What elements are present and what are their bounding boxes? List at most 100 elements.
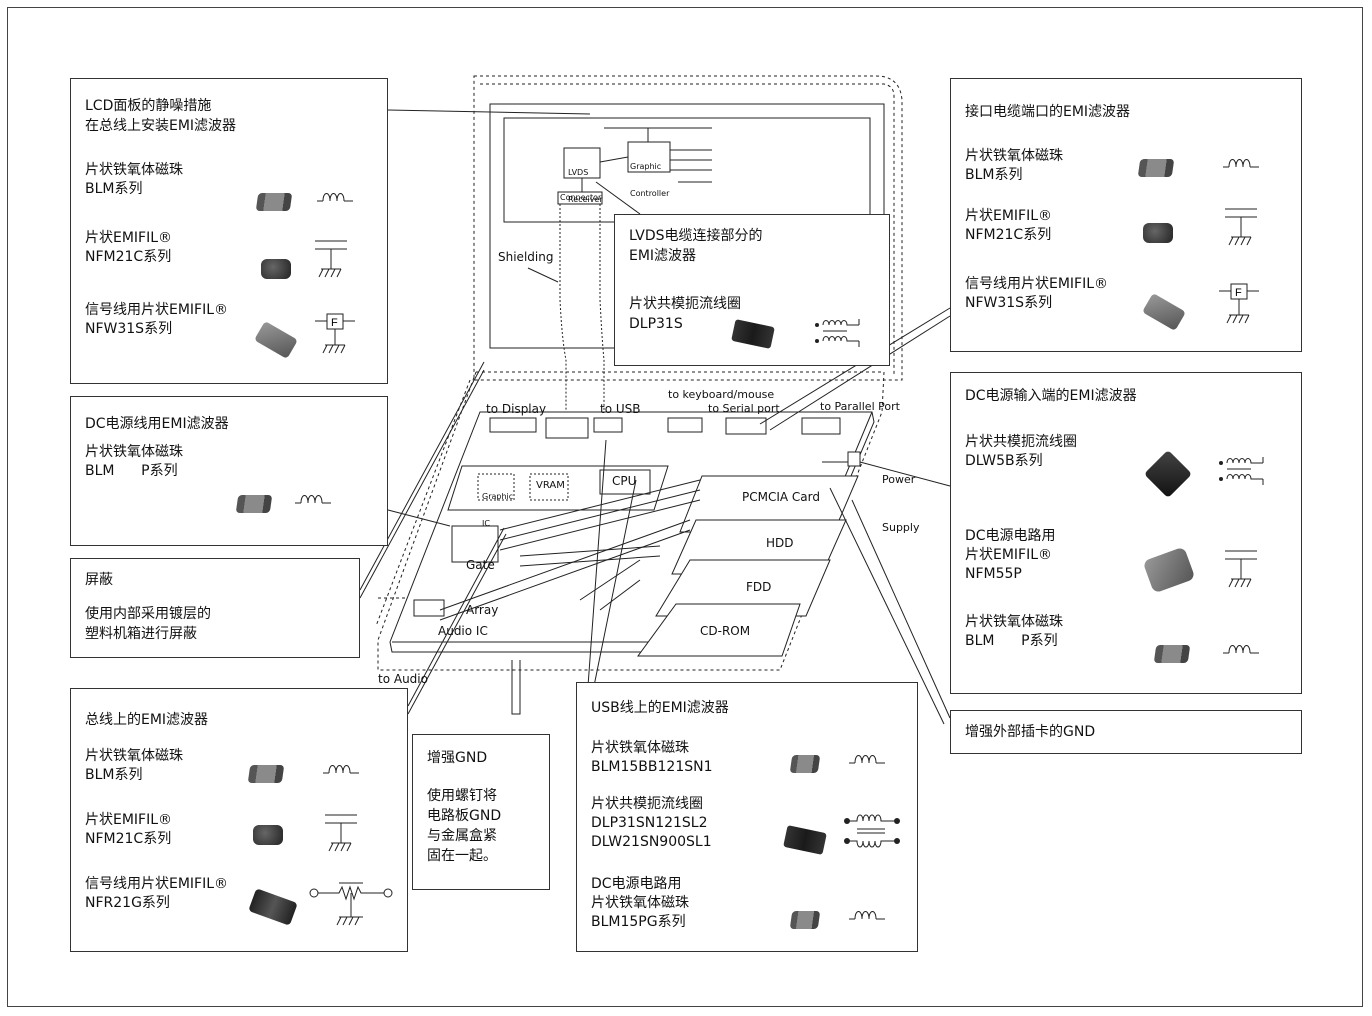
to-display-label: to Display [486,402,547,416]
dc-input-item3-name: 片状铁氧体磁珠 [965,614,1063,630]
f-filter-symbol-icon: F [315,313,355,354]
vram-label: VRAM [536,480,565,491]
ferrite-bead-chip-icon [789,911,821,929]
bus-item1-name: 片状铁氧体磁珠 [85,748,183,764]
panel-dc-input-emi: DC电源输入端的EMI滤波器 片状共模扼流线圈 DLW5B系列 DC电源电路用 … [950,372,1302,694]
dc-input-item1-part: DLW5B系列 [965,453,1043,469]
lvds-title-1: LVDS电缆连接部分的 [629,228,763,244]
to-usb-label: to USB [600,402,641,416]
usb-title: USB线上的EMI滤波器 [591,700,729,716]
gnd-line-2: 电路板GND [427,808,502,824]
bus-item3-name: 信号线用片状EMIFIL® [85,876,229,892]
gate-array-label-2: Array [466,603,499,617]
dc-input-item2-part: NFM55P [965,566,1022,582]
ferrite-bead-chip-icon [789,755,821,773]
nfw-chip-icon [254,320,298,360]
graphic-ic-label-2: IC [482,519,490,528]
dc-input-item3-part: BLM P系列 [965,633,1058,649]
keyboard-port-connector [667,417,703,433]
dc-line-title: DC电源线用EMI滤波器 [85,416,229,432]
inductor-symbol-icon [1223,159,1259,168]
usb-item1-part: BLM15BB121SN1 [591,759,713,775]
capacitor-filter-symbol-icon [325,814,357,852]
interface-item1-name: 片状铁氧体磁珠 [965,148,1063,164]
base-housing-outline [377,371,885,671]
fdd-label: FDD [746,580,772,594]
ferrite-bead-chip-icon [247,765,285,783]
nfm55p-chip-icon [1142,546,1196,594]
cpu-label: CPU [612,474,637,488]
gnd-title: 增强GND [427,750,488,766]
usb-item3-name-1: DC电源电路用 [591,876,682,892]
capacitor-filter-symbol-icon [1225,550,1257,588]
usb-item1-name: 片状铁氧体磁珠 [591,740,689,756]
connector-label: Connector [560,193,602,202]
resistor-filter-symbol-icon [309,882,393,926]
ferrite-bead-chip-icon [255,193,293,211]
panel-interface-emi: 接口电缆端口的EMI滤波器 片状铁氧体磁珠 BLM系列 片状EMIFIL® NF… [950,78,1302,352]
dc-input-item1-name: 片状共模扼流线圈 [965,434,1077,450]
emifil-chip-icon [261,259,291,279]
lcd-item1-part: BLM系列 [85,181,143,197]
f-filter-label: F [331,317,338,329]
dc-line-item1-name: 片状铁氧体磁珠 [85,444,183,460]
panel-ext-card-gnd: 增强外部插卡的GND [950,710,1302,754]
bus-item1-part: BLM系列 [85,767,143,783]
bus-item2-part: NFM21C系列 [85,831,172,847]
usb-item2-part-2: DLW21SN900SL1 [591,834,712,850]
lcd-item1-name: 片状铁氧体磁珠 [85,162,183,178]
interface-item2-name: 片状EMIFIL® [965,208,1053,224]
interface-item3-name: 信号线用片状EMIFIL® [965,276,1109,292]
inductor-symbol-icon [317,193,353,202]
gnd-line-4: 固在一起。 [427,848,497,864]
panel-lcd-emi: LCD面板的静噪措施 在总线上安装EMI滤波器 片状铁氧体磁珠 BLM系列 片状… [70,78,388,384]
graphic-controller-label: Graphic [630,162,662,171]
gnd-line-3: 与金属盒紧 [427,828,497,844]
bus-item3-part: NFR21G系列 [85,895,170,911]
to-serial-label: to Serial port [708,402,780,415]
common-mode-choke-symbol-icon [815,319,860,347]
emifil-chip-icon [253,825,283,845]
ext-gnd-title: 增强外部插卡的GND [965,724,1096,740]
graphic-controller-box [627,141,671,173]
cpu-chip [599,469,651,495]
lcd-title-1: LCD面板的静噪措施 [85,98,212,114]
graphic-controller-label-2: Controller [630,189,670,198]
to-parallel-label: to Parallel Port [820,400,900,413]
f-filter-label: F [1235,287,1242,299]
panel-lvds-emi: LVDS电缆连接部分的 EMI滤波器 片状共模扼流线圈 DLP31S [614,214,890,366]
audio-ic-label: Audio IC [438,624,488,638]
inductor-symbol-icon [1223,645,1259,654]
lvds-receiver-label: LVDS [568,168,589,177]
usb-port-connector [593,417,623,433]
shield-line-2: 塑料机箱进行屏蔽 [85,626,197,642]
graphic-ic-chip [477,473,515,501]
common-mode-choke-chip-icon [1143,449,1193,499]
f-filter-symbol-icon: F [1219,283,1259,324]
lcd-item3-part: NFW31S系列 [85,321,173,337]
nfr-chip-icon [248,888,298,926]
cd-rom-drive [637,603,801,657]
panel-shielding: 屏蔽 使用内部采用镀层的 塑料机箱进行屏蔽 [70,558,360,658]
dc-input-title: DC电源输入端的EMI滤波器 [965,388,1137,404]
pcmcia-label: PCMCIA Card [742,490,820,504]
inductor-symbol-icon [849,755,885,764]
lvds-cable [559,204,605,440]
lcd-title-2: 在总线上安装EMI滤波器 [85,118,237,134]
shielding-label: Shielding [498,250,554,264]
lcd-item2-name: 片状EMIFIL® [85,230,173,246]
capacitor-filter-symbol-icon [1225,208,1257,246]
usb-item2-part-1: DLP31SN121SL2 [591,815,708,831]
gate-array-chip [451,525,499,563]
inductor-symbol-icon [323,765,359,774]
inductor-symbol-icon [295,495,331,504]
page-frame [7,7,1363,1007]
usb-item3-part: BLM15PG系列 [591,914,686,930]
dc-line-item1-part: BLM P系列 [85,463,178,479]
common-mode-choke-symbol-icon [844,814,900,848]
interface-item1-part: BLM系列 [965,167,1023,183]
lvds-receiver-label-2: Receiver [568,195,603,204]
interface-item2-part: NFM21C系列 [965,227,1052,243]
bus-title: 总线上的EMI滤波器 [85,712,209,728]
dc-input-item2-name-2: 片状EMIFIL® [965,547,1053,563]
